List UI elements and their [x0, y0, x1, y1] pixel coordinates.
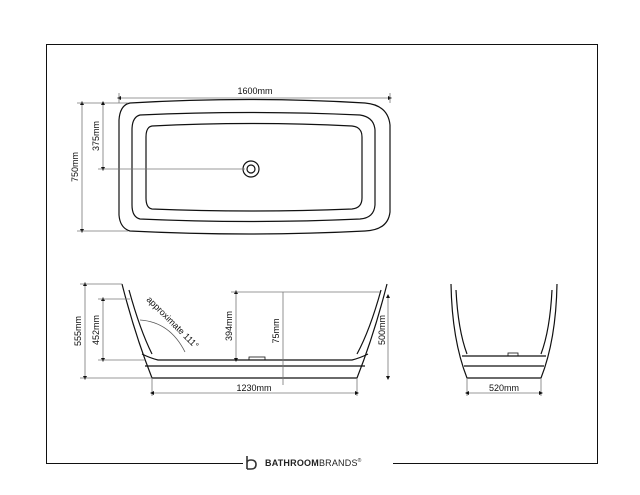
- side-inner-wall-left: [128, 289, 153, 355]
- dim-500: 500mm: [377, 315, 387, 345]
- tub-inner-rim: [131, 111, 376, 223]
- end-outer-profile: [450, 283, 558, 379]
- brand-logo-block: BATHROOMBRANDS®: [243, 452, 393, 474]
- dim-750: 750mm: [70, 152, 80, 182]
- side-waste: [248, 356, 266, 361]
- end-inner-wall-right: [540, 289, 553, 355]
- end-view: [450, 283, 558, 379]
- end-waste: [507, 352, 519, 357]
- dim-520: 520mm: [489, 383, 519, 393]
- dim-555: 555mm: [73, 316, 83, 346]
- end-inner-wall-left: [455, 289, 468, 355]
- top-view: [118, 98, 391, 235]
- dim-375: 375mm: [91, 121, 101, 151]
- dim-75: 75mm: [271, 318, 281, 343]
- dim-452: 452mm: [91, 315, 101, 345]
- tub-outer-rim: [118, 98, 391, 235]
- tub-basin: [145, 122, 363, 212]
- footer-line-right: [392, 463, 598, 464]
- footer-line-left: [46, 463, 242, 464]
- top-view-dimensions: [77, 93, 392, 233]
- side-outer-profile: [121, 283, 388, 379]
- end-view-dimensions: [465, 378, 543, 396]
- waste-outlet-inner: [246, 164, 256, 174]
- side-view: [121, 283, 388, 379]
- dim-394: 394mm: [224, 311, 234, 341]
- dim-1230: 1230mm: [236, 383, 271, 393]
- brand-name: BATHROOMBRANDS®: [265, 458, 362, 468]
- side-inner-wall-right: [356, 289, 382, 355]
- side-view-dimensions: [80, 282, 390, 396]
- bathroom-brands-logo-icon: [246, 456, 257, 470]
- dim-1600: 1600mm: [237, 86, 272, 96]
- waste-outlet: [242, 160, 260, 178]
